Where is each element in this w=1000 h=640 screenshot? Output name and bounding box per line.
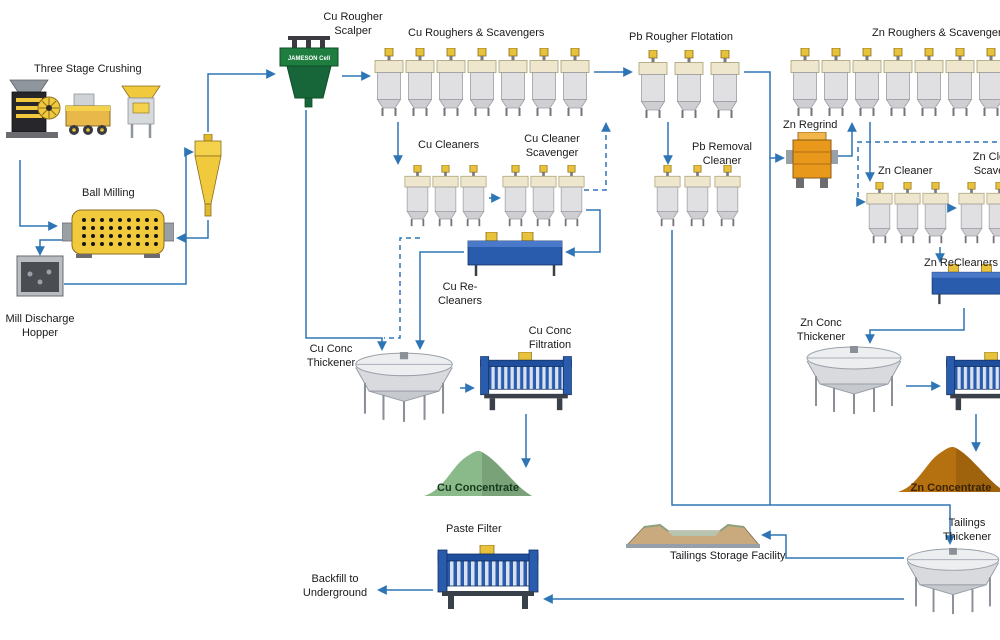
zn-recleaners-equipment bbox=[930, 264, 1000, 306]
label-zn-concentrate: Zn Concentrate bbox=[910, 482, 992, 494]
label-zn-recleaners: Zn ReCleaners bbox=[924, 257, 998, 269]
mill-discharge-hopper-equipment bbox=[16, 254, 64, 298]
label-zn-regrind: Zn Regrind bbox=[783, 119, 838, 131]
tailings-storage-facility-graphic bbox=[626, 516, 760, 548]
tailings-thickener-equipment bbox=[904, 546, 1000, 618]
label-three-stage-crushing: Three Stage Crushing bbox=[34, 63, 142, 75]
label-cu-roughers-scavengers: Cu Roughers & Scavengers bbox=[408, 27, 545, 39]
label-cu-concentrate: Cu Concentrate bbox=[437, 482, 519, 494]
label-mill-discharge-hopper: Mill Discharge Hopper bbox=[5, 313, 75, 340]
flotation-bank-pb-roughers bbox=[638, 50, 740, 119]
paste-filter-press bbox=[436, 545, 540, 611]
label-cu-recleaners: Cu Re-Cleaners bbox=[437, 281, 483, 308]
secondary-crusher-icon bbox=[65, 93, 111, 135]
ball-mill-equipment bbox=[62, 208, 174, 258]
label-backfill-to-underground: Backfill to Underground bbox=[302, 573, 368, 600]
flow-scalper-conc-to-thickener bbox=[305, 110, 387, 351]
flow-cyclone-to-scalper bbox=[207, 69, 276, 132]
flow-mill-to-hopper bbox=[35, 239, 62, 256]
three-stage-crushing-equipment bbox=[6, 79, 161, 138]
label-cu-conc-filtration: Cu Conc Filtration bbox=[528, 325, 572, 352]
label-tailings-storage-facility: Tailings Storage Facility bbox=[670, 550, 786, 562]
label-pb-rougher-flotation: Pb Rougher Flotation bbox=[629, 31, 733, 43]
label-cu-cleaner-scavenger: Cu Cleaner Scavenger bbox=[524, 133, 580, 160]
flotation-bank-cu-cleaners bbox=[404, 165, 487, 228]
flow-crushing-to-mill bbox=[19, 160, 58, 231]
label-cu-rougher-scalper: Cu Rougher Scalper bbox=[323, 11, 383, 38]
cu-recleaners-equipment bbox=[466, 232, 564, 278]
jameson-brand-text: JAMESON Cell bbox=[288, 56, 331, 62]
classifying-cyclone-equipment bbox=[194, 134, 222, 218]
zn-regrind-mill bbox=[786, 132, 838, 190]
label-zn-cleaner: Zn Cleaner bbox=[878, 165, 933, 177]
flow-regrind-to-zn-roughers bbox=[838, 122, 857, 157]
jaw-crusher-icon bbox=[6, 79, 61, 138]
label-ball-milling: Ball Milling bbox=[82, 187, 135, 199]
flotation-bank-pb-removal-cleaner bbox=[654, 165, 741, 228]
label-cu-conc-thickener: Cu Conc Thickener bbox=[306, 343, 356, 370]
label-zn-cleaner-scavenger: Zn Cleaner Scavenger bbox=[972, 151, 1000, 178]
flotation-bank-cu-roughers-scavengers bbox=[374, 48, 590, 117]
label-zn-roughers-scavengers: Zn Roughers & Scavengers bbox=[872, 27, 1000, 39]
flotation-bank-zn-cleaner-scavenger bbox=[958, 182, 1000, 245]
flotation-bank-zn-cleaner bbox=[866, 182, 949, 245]
recycle-cu-cleaner-tails bbox=[384, 237, 420, 339]
flotation-bank-zn-roughers-scavengers bbox=[790, 48, 1000, 117]
label-tailings-thickener: Tailings Thickener bbox=[942, 517, 992, 544]
zn-conc-thickener-equipment bbox=[804, 344, 904, 418]
flow-zn-recleaners-to-thickener bbox=[865, 308, 965, 344]
zn-conc-filter-press bbox=[944, 352, 1000, 412]
tertiary-crusher-icon bbox=[121, 85, 161, 138]
label-pb-removal-cleaner: Pb Removal Cleaner bbox=[692, 141, 752, 168]
cu-conc-thickener-equipment bbox=[350, 350, 458, 426]
flow-cyclone-underflow bbox=[176, 220, 209, 243]
label-paste-filter: Paste Filter bbox=[446, 523, 502, 535]
label-zn-conc-thickener: Zn Conc Thickener bbox=[796, 317, 846, 344]
cu-conc-filter-press bbox=[478, 352, 574, 412]
flotation-bank-cu-cleaner-scavenger bbox=[502, 165, 585, 228]
label-cu-cleaners: Cu Cleaners bbox=[418, 139, 480, 151]
jameson-cell-cu-rougher-scalper: JAMESON Cell bbox=[279, 36, 339, 108]
